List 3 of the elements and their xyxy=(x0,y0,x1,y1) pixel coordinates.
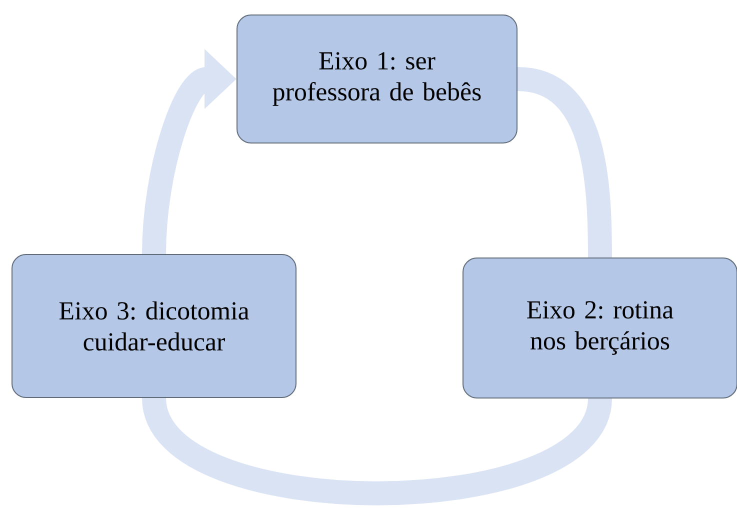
process-box: Eixo 1: ser professora de bebês xyxy=(236,14,518,144)
process-box: Eixo 2: rotina nos berçários xyxy=(462,258,737,398)
process-box: Eixo 3: dicotomia cuidar-educar xyxy=(12,254,296,398)
